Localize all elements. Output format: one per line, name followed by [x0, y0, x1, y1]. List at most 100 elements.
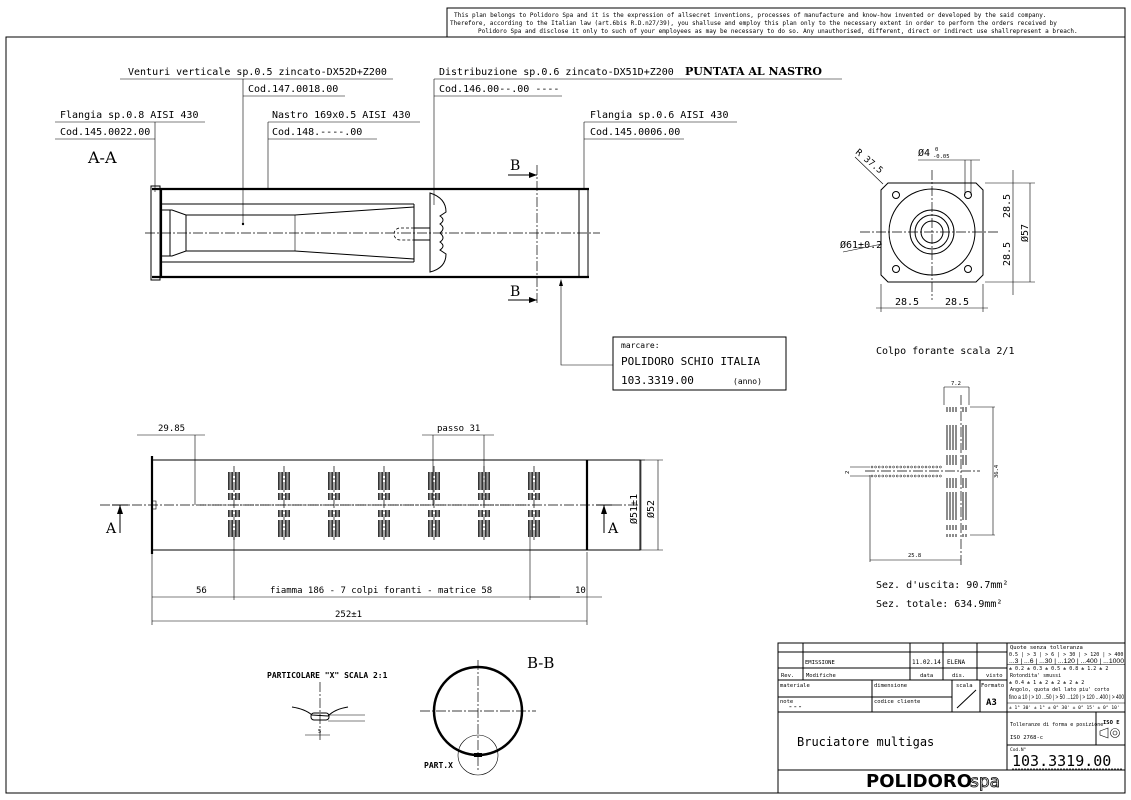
- dim-total: 252±1: [335, 610, 362, 620]
- hole: [924, 465, 928, 469]
- disclaimer-line2: Therefore, according to the Italian law …: [450, 20, 1057, 27]
- part-x-label: PART.X: [424, 761, 453, 770]
- dim-10: 10: [575, 586, 586, 596]
- flangia1-label: Flangia sp.0.8 AISI 430: [60, 110, 198, 121]
- tb-data: data: [920, 673, 933, 679]
- tb-tol-title: Quote senza tolleranza: [1010, 645, 1083, 651]
- end-view-half-v-bottom: 28.5: [1002, 242, 1013, 266]
- hole: [885, 465, 888, 469]
- slot-group: [528, 466, 540, 542]
- venturi-label: Venturi verticale sp.0.5 zincato-DX52D+Z…: [128, 67, 387, 78]
- hole: [881, 474, 885, 478]
- dim-56: 56: [196, 586, 207, 596]
- hole: [931, 465, 935, 469]
- hole: [939, 465, 942, 469]
- tb-rev: Rev.: [781, 673, 794, 679]
- marking-label: marcare:: [621, 341, 660, 350]
- sez-uscita: Sez. d'uscita: 90.7mm²: [876, 580, 1008, 591]
- puntata-label: PUNTATA AL NASTRO: [685, 65, 822, 78]
- tb-tol-row3: ± 0.2 ± 0.3 ± 0.5 ± 0.8 ± 1.2 ± 2: [1009, 666, 1108, 672]
- hole: [921, 474, 924, 478]
- tb-date: 11.02.14: [912, 659, 941, 666]
- hole-detail-length: 25.8: [908, 553, 921, 559]
- end-view-hole: Ø4: [918, 147, 930, 159]
- end-view-radius: R 37.5: [853, 148, 884, 177]
- dim-29-85: 29.85: [158, 424, 185, 434]
- tb-emissione: EMISSIONE: [805, 660, 835, 666]
- end-view-half-v-top: 28.5: [1002, 194, 1013, 218]
- hole: [903, 465, 906, 469]
- hole: [888, 474, 892, 478]
- tb-format-value: A3: [986, 698, 997, 708]
- end-view-outer: Ø57: [1019, 224, 1031, 242]
- nastro-code: Cod.148.----.00: [272, 127, 362, 138]
- marking-box: marcare: POLIDORO SCHIO ITALIA 103.3319.…: [612, 336, 787, 391]
- hole: [935, 465, 939, 469]
- hole: [892, 465, 895, 469]
- hole: [939, 474, 942, 478]
- dim-passo: passo 31: [437, 424, 480, 434]
- detail-x-title: PARTICOLARE "X" SCALA 2:1: [267, 671, 388, 680]
- hole: [921, 465, 924, 469]
- hole: [881, 465, 885, 469]
- hole: [895, 474, 899, 478]
- nastro-label: Nastro 169x0.5 AISI 430: [272, 110, 410, 121]
- dim-flame: fiamma 186 - 7 colpi foranti - matrice 5…: [270, 586, 492, 596]
- tb-dis: dis.: [952, 673, 965, 679]
- dim-d-outer: Ø52: [645, 500, 657, 518]
- end-view-hole-tol-upper: 0: [935, 147, 938, 153]
- hole-pattern: [870, 407, 967, 537]
- distribuzione-code: Cod.146.00--.00 ----: [439, 84, 559, 95]
- tb-modifiche: Modifiche: [806, 673, 836, 679]
- tb-tol-row1: 0.5 | > 3 | > 6 | > 30 | > 120 | > 400: [1009, 652, 1123, 658]
- hole: [935, 474, 939, 478]
- hole: [910, 474, 913, 478]
- hole: [917, 465, 921, 469]
- marking-line1: POLIDORO SCHIO ITALIA: [621, 355, 760, 368]
- hole-detail: 7.2 36.4 25.8 2 Sez. d'uscita: 90.7mm² S…: [845, 381, 1008, 610]
- hole: [885, 474, 888, 478]
- detail-x-dim: 5: [318, 729, 321, 735]
- side-view: A A 29.85 passo 31 Ø51±1 Ø52 56 fiamma 1…: [100, 424, 663, 625]
- section-aa-title: A-A: [87, 148, 117, 167]
- tb-rot-title: Rotondita' smussi: [1010, 673, 1061, 679]
- end-view-half-h-left: 28.5: [895, 297, 919, 308]
- section-a-marker-left: A: [105, 521, 117, 537]
- hole: [899, 474, 903, 478]
- hole: [928, 474, 931, 478]
- hole: [874, 474, 877, 478]
- hole: [877, 474, 881, 478]
- hole: [903, 474, 906, 478]
- section-bb: B-B PART.X: [420, 654, 554, 776]
- tb-dimensione: dimensione: [874, 683, 907, 689]
- tb-ang-title: Angolo, quota del lato piu' corto: [1010, 687, 1109, 693]
- section-b-marker-top: B: [510, 158, 520, 174]
- venturi-code: Cod.147.0018.00: [248, 84, 338, 95]
- marking-year: (anno): [733, 377, 762, 386]
- tb-note-value: ---: [788, 702, 802, 711]
- hole: [892, 474, 895, 478]
- hole: [877, 465, 881, 469]
- hole: [899, 465, 903, 469]
- slot-group: [477, 466, 491, 542]
- sez-totale: Sez. totale: 634.9mm²: [876, 599, 1002, 610]
- tb-code: 103.3319.00: [1012, 752, 1111, 770]
- end-view-half-h-right: 28.5: [945, 297, 969, 308]
- section-bb-title: B-B: [527, 654, 554, 672]
- hole: [870, 474, 874, 478]
- company-suffix: spa: [970, 772, 1000, 792]
- slot-group: [327, 466, 341, 542]
- dim-d-inner: Ø51±1: [628, 494, 640, 524]
- hole: [928, 465, 931, 469]
- hole: [888, 465, 892, 469]
- tb-formato: Formato: [981, 683, 1004, 689]
- tb-tol-row2: ...3 | ...6 | ...30 | ...120 | ...400 | …: [1009, 659, 1125, 665]
- section-b-marker-bottom: B: [510, 284, 520, 300]
- hole: [931, 474, 935, 478]
- slot-group: [277, 466, 291, 542]
- tb-iso: ISO 2768-c: [1010, 735, 1043, 741]
- flangia2-label: Flangia sp.0.6 AISI 430: [590, 110, 728, 121]
- tb-note: note: [780, 699, 793, 705]
- disclaimer-box: [446, 7, 1126, 38]
